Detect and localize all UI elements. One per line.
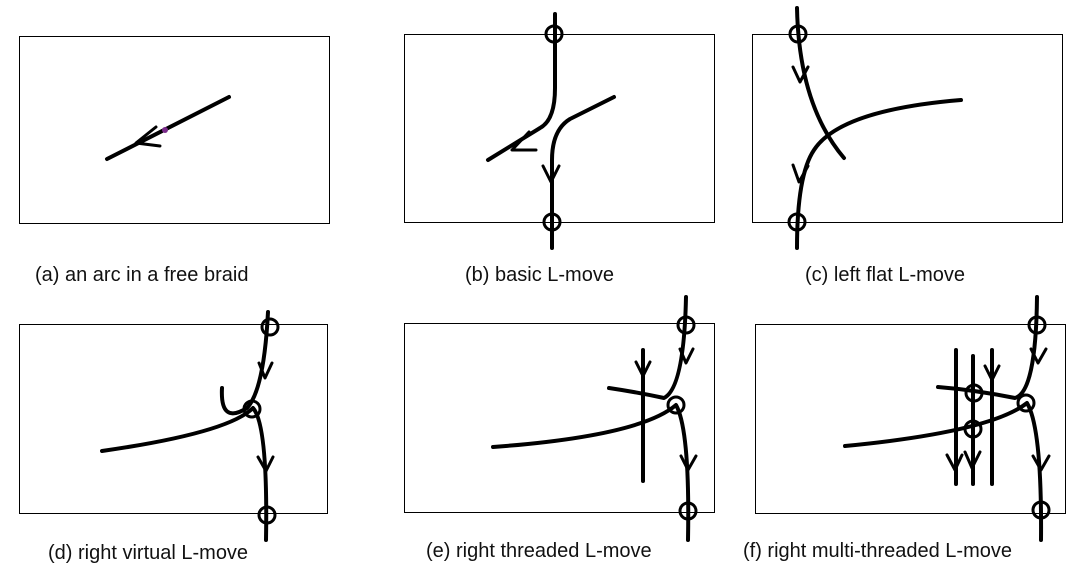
- endpoint-ring: [544, 24, 564, 44]
- endpoint-ring: [1031, 500, 1051, 520]
- endpoint-ring: [260, 317, 280, 337]
- caption-a: (a) an arc in a free braid: [35, 264, 249, 286]
- panel-d: [19, 324, 328, 514]
- virtual-crossing-ring: [963, 419, 983, 439]
- caption-c: (c) left flat L-move: [805, 264, 966, 286]
- diagram-f-right-multithreaded-lmove: [843, 295, 1051, 542]
- virtual-crossing-ring: [666, 395, 686, 415]
- endpoint-ring: [678, 501, 698, 521]
- panel-a: [19, 36, 330, 224]
- diagram-d-right-virtual-lmove: [100, 310, 280, 542]
- diagram-e-right-threaded-lmove: [491, 295, 698, 542]
- endpoint-ring: [542, 212, 562, 232]
- caption-f: (f) right multi-threaded L-move: [743, 540, 1012, 562]
- endpoint-ring: [787, 212, 807, 232]
- caption-d: (d) right virtual L-move: [48, 542, 249, 564]
- diagram-a-arc: [105, 95, 231, 161]
- endpoint-ring: [676, 315, 696, 335]
- marker-point: [162, 127, 168, 133]
- endpoint-ring: [257, 505, 277, 525]
- caption-e: (e) right threaded L-move: [426, 540, 652, 562]
- endpoint-ring: [1027, 315, 1047, 335]
- panel-e: [404, 323, 715, 513]
- diagram-c-left-flat-lmove: [787, 6, 963, 250]
- caption-b: (b) basic L-move: [465, 264, 614, 286]
- virtual-crossing-ring: [242, 399, 262, 419]
- virtual-crossing-ring: [964, 383, 984, 403]
- diagram-b-basic-lmove: [486, 12, 616, 250]
- virtual-crossing-ring: [1016, 393, 1036, 413]
- endpoint-ring: [788, 24, 808, 44]
- panel-f: [755, 324, 1066, 514]
